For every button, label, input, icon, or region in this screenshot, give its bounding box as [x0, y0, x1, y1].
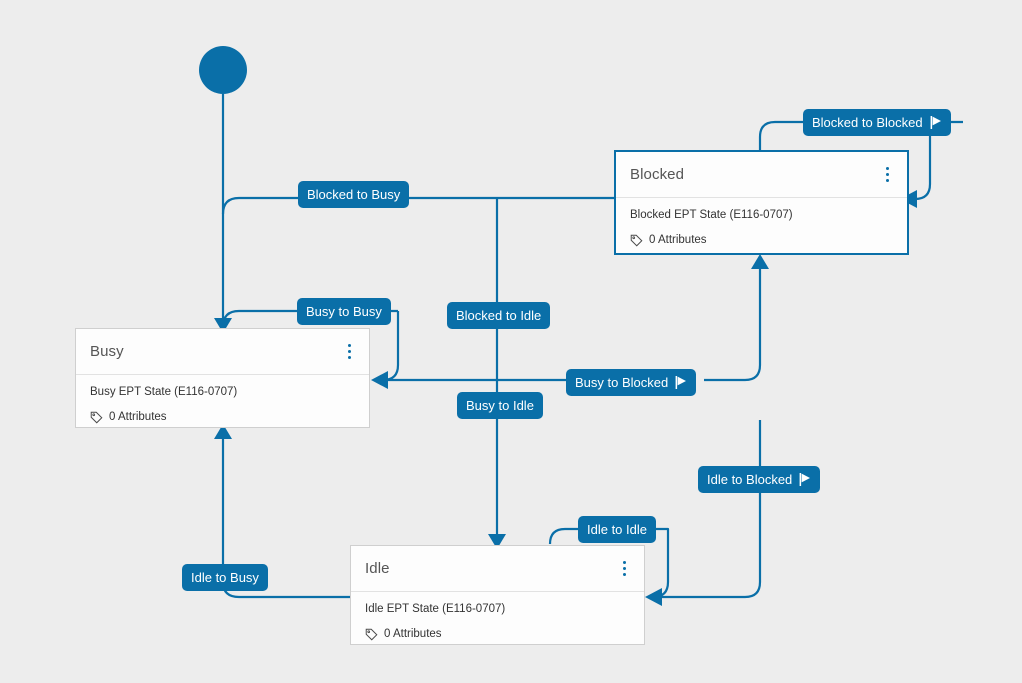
attributes-count: 0 Attributes [649, 234, 707, 247]
transition-label-busy-to-busy[interactable]: Busy to Busy [297, 298, 391, 325]
more-options-icon[interactable] [616, 560, 632, 578]
more-options-icon[interactable] [341, 343, 357, 361]
node-title: Blocked [630, 166, 685, 183]
tag-icon [90, 411, 103, 424]
state-node-busy[interactable]: Busy Busy EPT State (E116-0707) 0 Attrib… [75, 328, 370, 428]
transition-label-idle-to-busy[interactable]: Idle to Busy [182, 564, 268, 591]
transition-label-idle-to-idle[interactable]: Idle to Idle [578, 516, 656, 543]
node-header: Idle [351, 546, 644, 592]
flag-icon [675, 376, 687, 389]
transition-label-blocked-to-idle[interactable]: Blocked to Idle [447, 302, 551, 329]
node-header: Busy [76, 329, 369, 375]
transition-label-text: Busy to Busy [306, 304, 382, 319]
transition-label-busy-to-blocked[interactable]: Busy to Blocked [566, 369, 697, 396]
transition-label-text: Idle to Blocked [707, 472, 793, 487]
node-title: Idle [365, 560, 390, 577]
node-attributes: 0 Attributes [90, 411, 355, 424]
flag-icon [799, 473, 811, 486]
transition-label-text: Busy to Blocked [575, 375, 669, 390]
transition-label-blocked-to-blocked[interactable]: Blocked to Blocked [803, 109, 951, 136]
transition-label-text: Idle to Busy [191, 570, 259, 585]
transition-label-text: Blocked to Idle [456, 308, 542, 323]
more-options-icon[interactable] [879, 166, 895, 184]
start-node-circle [199, 46, 247, 94]
node-description: Blocked EPT State (E116-0707) [630, 209, 793, 221]
node-attributes: 0 Attributes [630, 234, 893, 247]
attributes-count: 0 Attributes [384, 628, 442, 641]
node-title: Busy [90, 343, 124, 360]
state-node-idle[interactable]: Idle Idle EPT State (E116-0707) 0 Attrib… [350, 545, 645, 645]
tag-icon [365, 628, 378, 641]
node-body: Idle EPT State (E116-0707) 0 Attributes [351, 592, 644, 641]
node-description: Busy EPT State (E116-0707) [90, 386, 238, 398]
attributes-count: 0 Attributes [109, 411, 167, 424]
transition-label-blocked-to-busy[interactable]: Blocked to Busy [298, 181, 410, 208]
transition-label-text: Idle to Idle [587, 522, 647, 537]
tag-icon [630, 234, 643, 247]
transition-label-busy-to-idle[interactable]: Busy to Idle [457, 392, 543, 419]
node-description: Idle EPT State (E116-0707) [365, 603, 506, 615]
transition-label-idle-to-blocked[interactable]: Idle to Blocked [698, 466, 821, 493]
node-header: Blocked [616, 152, 907, 198]
node-body: Busy EPT State (E116-0707) 0 Attributes [76, 375, 369, 424]
transition-label-text: Blocked to Blocked [812, 115, 923, 130]
node-attributes: 0 Attributes [365, 628, 630, 641]
transition-label-text: Busy to Idle [466, 398, 534, 413]
transition-label-text: Blocked to Busy [307, 187, 401, 202]
state-node-blocked[interactable]: Blocked Blocked EPT State (E116-0707) 0 … [614, 150, 909, 255]
flag-icon [930, 116, 941, 129]
node-body: Blocked EPT State (E116-0707) 0 Attribut… [616, 198, 907, 247]
